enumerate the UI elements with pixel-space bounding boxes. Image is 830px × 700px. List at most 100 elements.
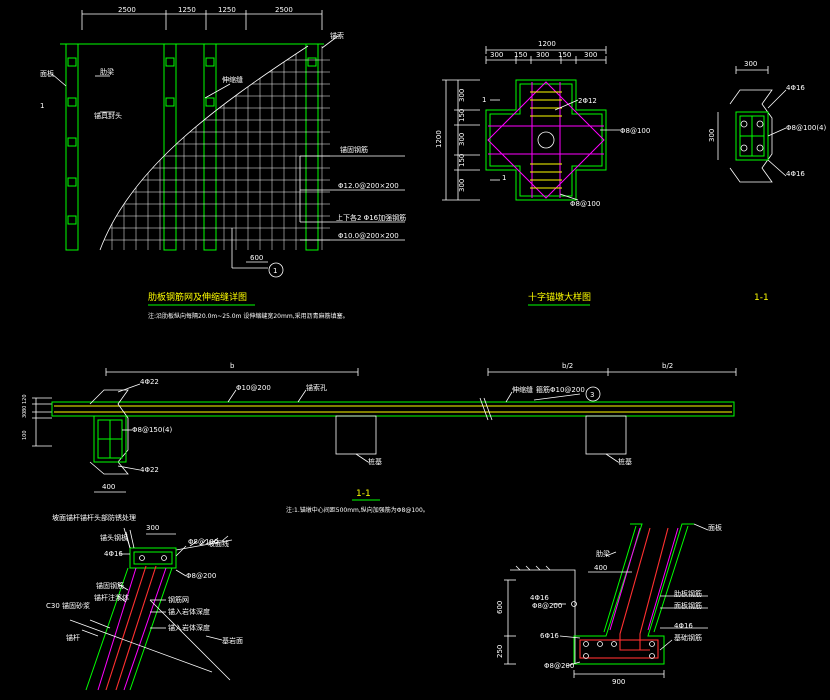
p5-label-phi8: Φ8@200 [186,572,216,580]
p2-dim-top-3: 300 [536,51,549,59]
p1-label-anchor-head: 锚具封头 [94,111,122,120]
p1-dim-3: 1250 [218,6,236,14]
p6-label-bar-a: 4Φ16 [530,594,549,602]
p2-label-bar-a: 2Φ12 [578,97,597,105]
p6-label-face: 面板 [708,523,722,532]
p5-label-top-note: 坡面锚杆锚杆头部防锈处理 [52,513,136,522]
p1-label-rib: 肋梁 [100,67,114,76]
p4-dim-left-1: 120 [22,394,28,404]
p5-label-rock: 基岩面 [222,636,243,645]
p6-label-bar-h: 基础钢筋 [674,633,702,642]
p2-dim-side-1: 300 [458,89,466,102]
panel-beam-elevation: b b/2 b/2 120 80 30 100 [22,362,737,514]
p2-dim-side-3: 300 [458,133,466,146]
p6-label-bar-c: 肋板钢筋 [674,589,702,598]
p3-label-c: 4Φ16 [786,170,805,178]
p1-note: 注:沿肋板纵向每隔20.0m~25.0m 设伸缩缝宽20mm,采用沥青麻筋填塞。 [148,312,349,320]
p2-dim-total: 1200 [538,40,556,48]
p1-dim-2: 1250 [178,6,196,14]
p2-dim-side-5: 300 [458,179,466,192]
p6-label-bar-g: Φ8@200 [544,662,574,670]
p5-label-grout-b: 锚入岩体深度 [168,607,210,616]
p2-dim-top-1: 300 [490,51,503,59]
p2-mark-1b: 1 [502,174,506,182]
p5-dim-top: 300 [146,524,159,532]
p4-dim-400: 400 [102,483,115,491]
panel-slope-anchor: 坡面锚杆锚杆头部防锈处理 300 锚头钢板 Φ8@100 4Φ16 Φ8@200… [46,513,243,691]
p5-label-steel: 钢筋网 [168,595,189,604]
p1-label-joint: 伸缩缝 [222,75,243,84]
p4-dim-b: b [230,362,235,370]
p3-label-b: Φ8@100(4) [786,124,827,132]
p6-dim-400: 400 [594,564,607,572]
p4-label-4phi22-bot: 4Φ22 [140,466,159,474]
p4-label-anchor-rib: 锚索孔 [306,383,327,392]
p6-dim-900: 900 [612,678,625,686]
p4-dim-left-3: 30 [22,412,28,418]
p2-dim-top-5: 300 [584,51,597,59]
p1-label-mesh-a: Φ12.0@200×200 [338,182,399,190]
p6-label-bar-e: 6Φ16 [540,632,559,640]
p3-dim-top: 300 [744,60,757,68]
p6-label-bar-b: Φ8@200 [532,602,562,610]
p5-label-phi-bar: Φ8@100 [188,538,218,546]
panel-section-1-1-small: 300 300 4Φ16 Φ8@100(4) 4Φ16 1-1 [708,60,827,303]
panel-base-detail: 面板 肋梁 400 4Φ16 Φ8@200 肋板钢筋 面板钢筋 6Φ16 基础钢… [496,523,722,686]
p4-label-phi10: Φ10@200 [236,384,271,392]
p5-label-grout: 锚杆注浆体 [94,593,129,602]
p5-label-pile: 锚杆 [66,633,80,642]
p4-label-joint: 伸缩缝 [512,385,533,394]
p1-label-face: 面板 [40,69,54,78]
p1-mark-1: 1 [40,102,44,110]
panel-rib-slab-detail: 2500 1250 1250 2500 [40,6,406,320]
p1-dim-4: 2500 [275,6,293,14]
p1-title: 肋板钢筋网及伸缩缝详图 [148,291,247,303]
p4-dim-right: b/2 [662,362,673,370]
p3-label-a: 4Φ16 [786,84,805,92]
p4-title: 1-1 [356,489,371,499]
p4-label-stirrup: Φ8@150(4) [132,426,173,434]
p1-label-anchor: 锚索 [330,31,344,40]
p1-label-mesh-b: Φ10.0@200×200 [338,232,399,240]
p6-dim-600: 600 [496,601,504,614]
p4-note: 注:1.锚墩中心间距500mm,纵向加强筋为Φ8@100。 [286,506,429,514]
panel-cross-anchor-pier: 1200 300 150 300 150 300 1200 300 150 30… [435,40,650,306]
p5-label-c30: C30 锚固砂浆 [46,601,90,610]
p2-dim-side-2: 150 [458,109,466,122]
p3-title: 1-1 [754,293,769,303]
cross-stirrups [530,91,562,189]
p2-mark-1a: 1 [482,96,486,104]
p5-label-anchor-bar: 锚固钢筋 [96,581,124,590]
p3-dim-side: 300 [708,129,716,142]
detail-marker-3 [585,386,601,402]
p2-dim-top-2: 150 [514,51,527,59]
p5-label-ground: 坡面线 [208,539,229,548]
p1-dim-1: 2500 [118,6,136,14]
p6-dim-250: 250 [496,645,504,658]
p2-title: 十字锚墩大样图 [528,291,591,303]
p2-dim-side-4: 150 [458,154,466,167]
p4-dim-mid: b/2 [562,362,573,370]
p5-label-cap: 锚头钢板 [100,533,128,542]
p4-dim-left-4: 100 [22,430,28,440]
p2-label-bar-c: Φ8@100 [570,200,600,208]
p2-label-bar-b: Φ8@100 [620,127,650,135]
p2-dim-side: 1200 [435,130,443,148]
p4-label-pile-1: 桩基 [368,457,382,466]
p6-label-rib: 肋梁 [596,549,610,558]
p5-label-top-bar: 4Φ16 [104,550,123,558]
p1-label-bar-main: 锚固钢筋 [340,145,368,154]
detail-marker-1 [268,262,284,278]
p1-label-bar-add: 上下各2 Φ16加强钢筋 [336,213,406,222]
p5-label-grout-c: 锚入岩体深度 [168,623,210,632]
rebar-mesh [100,46,330,250]
p1-circle-label: 1 [273,267,277,275]
p1-dim-600: 600 [250,254,263,262]
p6-label-bar-f: 4Φ16 [674,622,693,630]
p4-dim-left-2: 80 [22,406,28,412]
p4-circle-label: 3 [590,391,594,399]
p2-dim-top-4: 150 [558,51,571,59]
p4-label-bar-ring: 箍筋Φ10@200 [536,385,585,394]
anchor-heads [67,57,317,225]
